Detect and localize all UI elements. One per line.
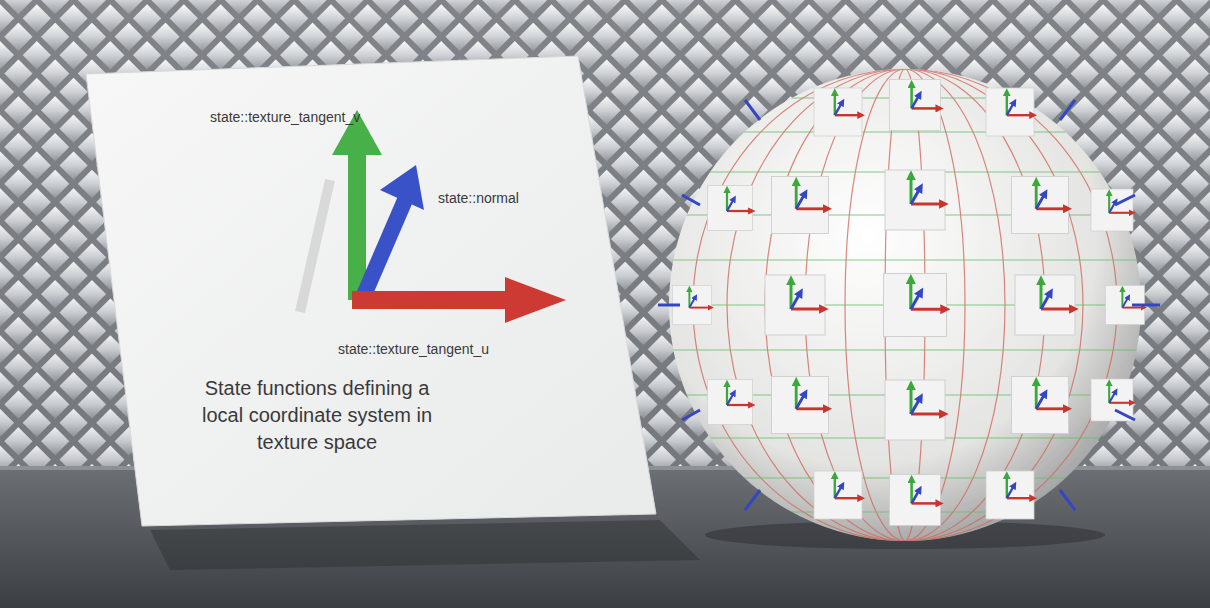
- vector-label: state::normal: [438, 190, 519, 206]
- card-caption: State functions defining a local coordin…: [192, 375, 442, 456]
- vector-label: state::texture_tangent_u: [338, 341, 489, 357]
- vector-label: state::texture_tangent_v: [210, 109, 360, 125]
